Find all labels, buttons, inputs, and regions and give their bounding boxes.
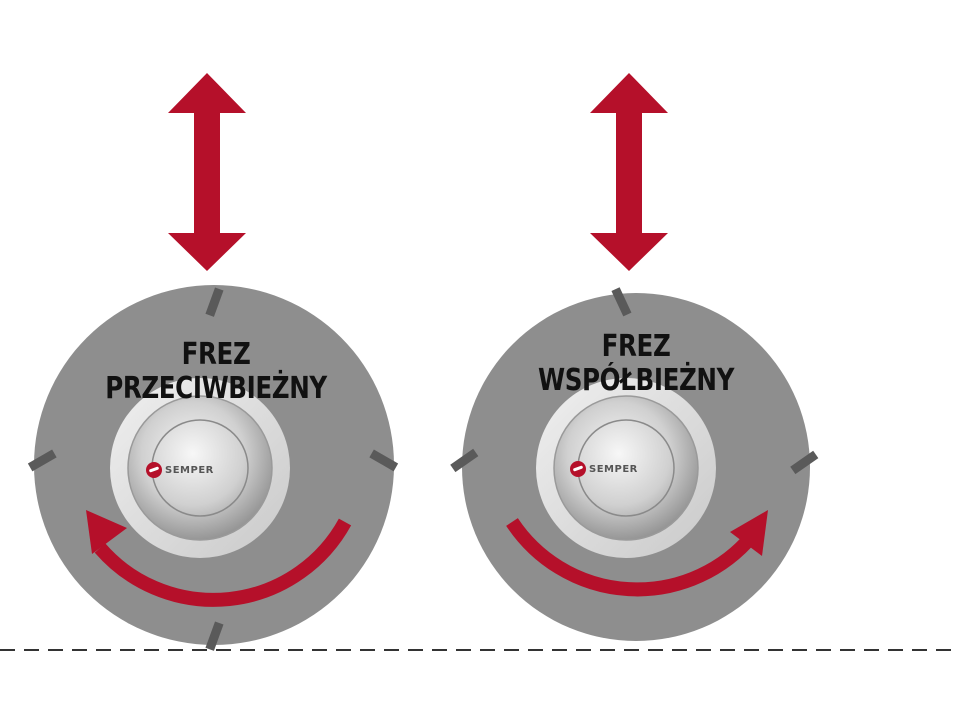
- semper-logo: SEMPER: [570, 461, 638, 477]
- cutter-tooth: [790, 450, 819, 475]
- rotation-arrowhead-icon: [86, 510, 127, 554]
- cutter-tooth: [205, 287, 224, 317]
- cutter-title-right: FREZ WSPÓŁBIEŻNY: [505, 330, 767, 398]
- cutter-title-line1: FREZ: [601, 329, 671, 364]
- cutter-title-left: FREZ PRZECIWBIEŻNY: [85, 338, 347, 406]
- cutter-tooth: [369, 449, 399, 472]
- semper-logo-mark-icon: [146, 462, 162, 478]
- cutter-left: [27, 73, 399, 651]
- semper-logo-text: SEMPER: [165, 464, 214, 476]
- cutter-hub: [127, 395, 273, 541]
- cutter-tooth: [27, 449, 57, 472]
- vertical-double-arrow-icon: [590, 73, 668, 271]
- cutter-tooth: [611, 287, 632, 317]
- vertical-double-arrow-icon: [168, 73, 246, 271]
- rotation-arrow-icon: [506, 518, 758, 597]
- semper-logo-mark-icon: [570, 461, 586, 477]
- rotation-arrowhead-icon: [730, 510, 768, 556]
- rotation-arrow-icon: [94, 518, 352, 607]
- cutter-right: [450, 73, 819, 641]
- cutter-title-line2: PRZECIWBIEŻNY: [105, 371, 327, 406]
- cutter-title-line1: FREZ: [181, 337, 251, 372]
- cutter-tooth: [205, 621, 224, 651]
- cutter-title-line2: WSPÓŁBIEŻNY: [537, 363, 735, 398]
- cutter-hub: [553, 395, 699, 541]
- cutter-tooth: [450, 448, 479, 473]
- semper-logo: SEMPER: [146, 462, 214, 478]
- semper-logo-text: SEMPER: [589, 463, 638, 475]
